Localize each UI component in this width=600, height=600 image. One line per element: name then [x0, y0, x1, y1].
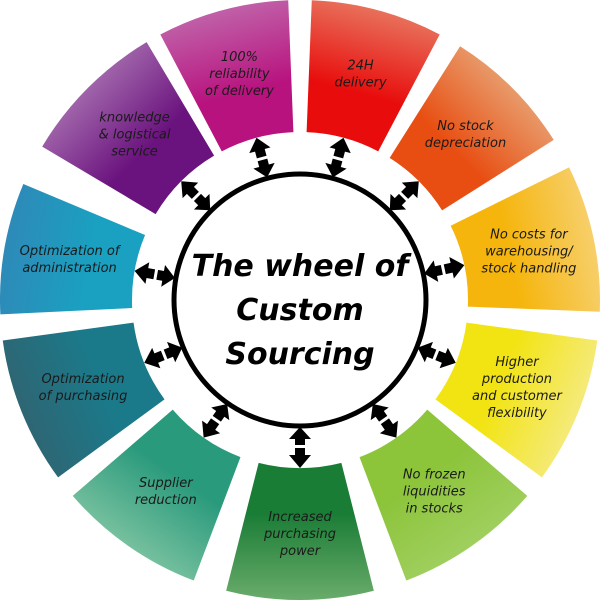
segment-label: No frozen liquidities in stocks: [403, 468, 466, 517]
segment-label-line: flexibility: [487, 406, 547, 421]
segment-label-line: service: [111, 145, 158, 160]
segment-label-line: reliability: [209, 67, 270, 82]
segment-label: No stock depreciation: [425, 119, 506, 151]
segment-label: Increased purchasing power: [263, 510, 336, 559]
double-arrow-icon: [202, 404, 230, 438]
segment-label-line: No frozen: [403, 468, 466, 483]
segment-label-line: liquidities: [403, 485, 466, 500]
segment-label-line: 24H: [347, 58, 374, 73]
double-arrow-icon: [289, 427, 311, 468]
wheel-segment: [435, 322, 598, 478]
wheel-segment: [72, 409, 241, 581]
wheel-segment: [306, 0, 440, 152]
segment-label-line: delivery: [334, 75, 387, 90]
double-arrow-icon: [424, 257, 465, 282]
wheel-segment: [2, 322, 165, 478]
segment-label: No costs for warehousing/stock handling: [481, 227, 576, 276]
segment-label: 100% reliability of delivery: [205, 50, 274, 99]
segment-label: Supplier reduction: [135, 476, 197, 508]
segment-label-line: administration: [22, 261, 116, 276]
wheel-segment: [359, 409, 528, 581]
double-arrow-icon: [144, 341, 183, 369]
segment-label: 24H delivery: [334, 58, 387, 90]
double-arrow-icon: [370, 404, 398, 438]
segment-label-line: knowledge: [99, 111, 169, 126]
segment-label-line: 100%: [221, 50, 258, 65]
double-arrow-icon: [389, 181, 419, 211]
center-title-line-3: Sourcing: [225, 337, 374, 372]
double-arrow-icon: [249, 137, 275, 178]
segment-label-line: Higher: [495, 355, 540, 370]
segment-label-line: of delivery: [205, 84, 274, 99]
double-arrow-icon: [417, 341, 456, 369]
wheel-segment: [226, 462, 374, 600]
center-circle: [171, 171, 429, 429]
segment-label-line: in stocks: [406, 502, 463, 517]
double-arrow-icon: [325, 137, 351, 178]
segment-label-line: Optimization: [41, 372, 124, 387]
wheel-segment: [0, 183, 146, 315]
segment-label-line: warehousing/: [485, 244, 574, 259]
arrows-layer: [134, 137, 465, 468]
segment-label-line: & logistical: [99, 128, 171, 143]
segment-label: Optimization of purchasing: [39, 372, 128, 404]
segment-label-line: No costs for: [490, 227, 569, 242]
segment-label: knowledge & logistical service: [99, 111, 171, 160]
segment-label-line: stock handling: [481, 261, 576, 276]
segment-label-line: reduction: [135, 493, 197, 508]
wheel-segment: [160, 0, 294, 152]
segment-label-line: power: [279, 544, 322, 559]
segment-label-line: depreciation: [425, 136, 506, 151]
center-title-line-2: Custom: [236, 293, 363, 328]
segment-label-line: production: [481, 372, 552, 387]
wheel-segment: [42, 42, 215, 215]
segment-label: Optimization of administration: [20, 244, 122, 276]
segment-label-line: Optimization of: [20, 244, 122, 259]
segment-label-line: No stock: [437, 119, 494, 134]
wheel-segment: [450, 167, 600, 312]
double-arrow-icon: [181, 181, 211, 211]
segment-label-line: purchasing: [263, 527, 336, 542]
segment-label-line: Increased: [268, 510, 332, 525]
wheel-segment: [389, 46, 554, 211]
segment-label-line: Supplier: [139, 476, 194, 491]
double-arrow-icon: [134, 262, 175, 287]
segment-label-line: and customer: [472, 389, 563, 404]
center-title-line-1: The wheel of: [192, 249, 413, 284]
segment-label-line: of purchasing: [39, 389, 128, 404]
segment-label: Higher production and customer flexibility: [472, 355, 563, 421]
